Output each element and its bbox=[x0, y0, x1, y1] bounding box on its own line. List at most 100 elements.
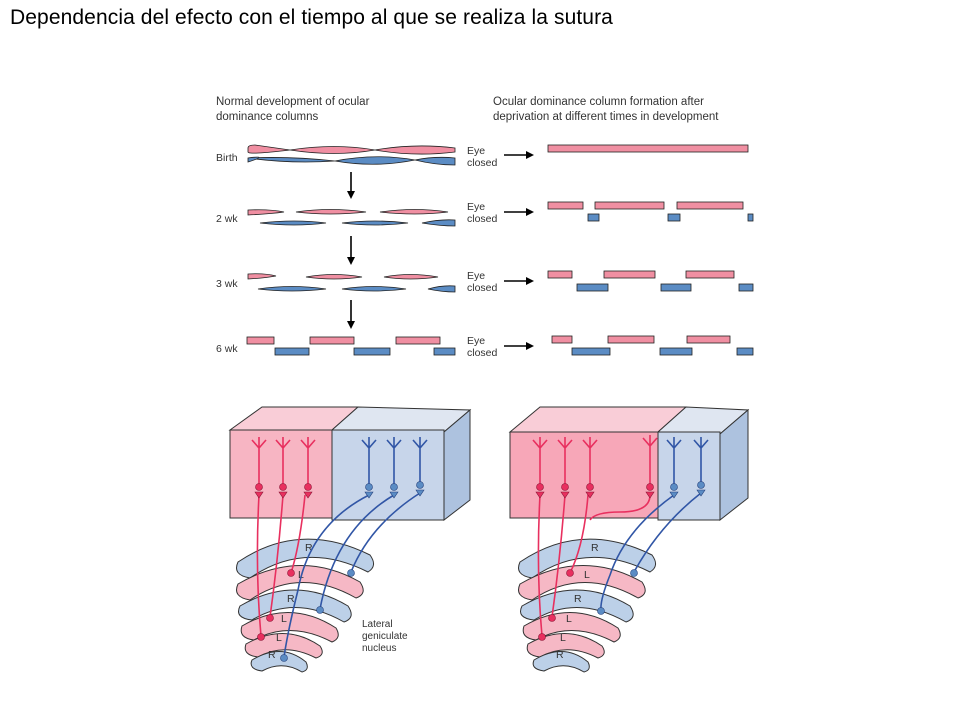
normal-pink-terminal-3 bbox=[303, 491, 313, 499]
deprived-blue-somata bbox=[597, 481, 706, 615]
wk6-pink-col-2 bbox=[309, 336, 355, 345]
normal-pink-terminal-2 bbox=[278, 491, 288, 499]
normal-cortex-block bbox=[228, 406, 472, 522]
wk2-blue-band-2 bbox=[341, 220, 409, 226]
deprived-lgn-pink-cell-1 bbox=[538, 633, 546, 641]
normal-blue-terminal-3 bbox=[415, 489, 425, 497]
eye-closed-1-line1: Eye bbox=[467, 145, 485, 157]
deprived-pink-soma-3 bbox=[586, 483, 594, 491]
normal-blue-dendrite-1 bbox=[361, 437, 377, 487]
deprived-pink-dendrite-3 bbox=[582, 437, 598, 487]
dep-birth-pink bbox=[547, 144, 749, 153]
lgn-caption-line1: Lateral bbox=[362, 619, 393, 630]
eye-closed-3-line1: Eye bbox=[467, 270, 485, 282]
right-heading-line1: Ocular dominance column formation after bbox=[493, 96, 704, 108]
dep-2wk-pink-1 bbox=[547, 201, 584, 210]
deprived-cortex-front-blue bbox=[657, 431, 721, 521]
normal-pink-axon-1 bbox=[256, 494, 262, 637]
deprived-lgn-letter-6: R bbox=[556, 649, 564, 661]
normal-lgn-letter-1: R bbox=[305, 542, 313, 554]
deprived-pink-terminal-4 bbox=[645, 491, 655, 499]
stage-label-3wk: 3 wk bbox=[216, 278, 238, 290]
deprived-blue-axon-2 bbox=[633, 492, 702, 573]
normal-blue-neurons bbox=[283, 437, 428, 658]
left-heading-line2: dominance columns bbox=[216, 111, 319, 123]
deprived-cortex-top-pink bbox=[508, 406, 688, 433]
normal-blue-dendrite-2 bbox=[386, 437, 402, 487]
wk3-blue-band-2 bbox=[341, 286, 407, 292]
dep-6wk-pink-1 bbox=[551, 335, 573, 344]
wk2-blue-band-1 bbox=[259, 220, 327, 226]
dep-6wk-pink-3 bbox=[686, 335, 731, 344]
deprived-blue-neurons bbox=[600, 437, 709, 611]
wk6-pink-col-1 bbox=[246, 336, 275, 345]
wk2-pink-band-1 bbox=[247, 209, 285, 216]
dep-2wk-pink-3 bbox=[676, 201, 744, 210]
deprived-blue-axon-1 bbox=[600, 494, 675, 611]
deprived-pink-soma-4 bbox=[646, 483, 654, 491]
normal-pink-soma-2 bbox=[279, 483, 287, 491]
left-heading-line1: Normal development of ocular bbox=[216, 96, 370, 108]
normal-blue-axon-3 bbox=[350, 492, 421, 573]
eye-closed-1-line2: closed bbox=[467, 157, 498, 169]
normal-pink-dendrite-1 bbox=[251, 437, 267, 487]
deprivation-columns bbox=[547, 144, 754, 356]
dep-3wk-blue-1 bbox=[576, 283, 609, 292]
eye-closed-2-line1: Eye bbox=[467, 201, 485, 213]
normal-blue-dendrite-3 bbox=[412, 437, 428, 485]
left-panel-heading: Normal development of ocular dominance c… bbox=[216, 96, 370, 123]
deprived-lgn-layer-5 bbox=[526, 633, 605, 659]
deprived-lgn-pink-cell-3 bbox=[566, 569, 574, 577]
stage-label-birth: Birth bbox=[216, 152, 238, 164]
deprived-lgn-blue-cell-2 bbox=[630, 569, 638, 577]
wk6-blue-col-3 bbox=[433, 347, 456, 356]
deprived-cortex-front-pink bbox=[509, 431, 659, 519]
normal-lgn-blue-cell-1 bbox=[280, 654, 288, 662]
lgn-caption-line3: nucleus bbox=[362, 643, 396, 654]
lgn-caption: Lateral geniculate nucleus bbox=[362, 619, 408, 654]
normal-pink-dendrite-3 bbox=[300, 437, 316, 487]
normal-lgn-layer-2 bbox=[236, 565, 364, 601]
dep-3wk-pink-3 bbox=[685, 270, 735, 279]
birth-blue-band-2 bbox=[334, 156, 416, 165]
deprived-lgn-pink-cell-2 bbox=[548, 614, 556, 622]
deprived-blue-terminal-2 bbox=[696, 489, 706, 497]
deprived-blue-dendrite-1 bbox=[666, 437, 682, 487]
normal-lgn-pink-cell-1 bbox=[257, 633, 265, 641]
normal-lgn-letter-6: R bbox=[268, 649, 276, 661]
dep-6wk-blue-3 bbox=[736, 347, 754, 356]
birth-blue-band-0 bbox=[247, 156, 260, 163]
birth-pink-band-3 bbox=[374, 145, 456, 155]
birth-pink-band-1 bbox=[247, 144, 291, 154]
normal-lgn-layer-5 bbox=[244, 633, 323, 659]
normal-lgn-pink-cell-2 bbox=[266, 614, 274, 622]
normal-cortex-side bbox=[443, 408, 471, 522]
wk3-pink-band-3 bbox=[383, 274, 439, 280]
dep-2wk-blue-1 bbox=[587, 213, 600, 222]
normal-lgn-blue-cell-2 bbox=[316, 606, 324, 614]
wk6-blue-col-2 bbox=[353, 347, 391, 356]
normal-lgn-letter-3: R bbox=[287, 593, 295, 605]
deprived-pink-soma-2 bbox=[561, 483, 569, 491]
deprived-pink-dendrite-2 bbox=[557, 437, 573, 487]
deprived-pink-terminal-2 bbox=[560, 491, 570, 499]
normal-cortex-front-pink bbox=[229, 429, 333, 519]
wk2-pink-band-3 bbox=[379, 209, 449, 215]
deprived-pink-soma-1 bbox=[536, 483, 544, 491]
dep-3wk-pink-2 bbox=[603, 270, 656, 279]
normal-pink-somata bbox=[254, 483, 313, 641]
deprived-pink-terminal-3 bbox=[585, 491, 595, 499]
deprived-pink-axon-branch bbox=[589, 494, 651, 521]
normal-pink-soma-1 bbox=[255, 483, 263, 491]
deprived-lgn-letter-3: R bbox=[574, 593, 582, 605]
normal-development-bands bbox=[247, 144, 456, 293]
birth-blue-band-1 bbox=[247, 157, 336, 163]
deprived-cortex-side bbox=[719, 408, 749, 522]
eye-closed-4-line2: closed bbox=[467, 347, 498, 359]
deprived-blue-dendrite-2 bbox=[693, 437, 709, 485]
normal-lgn-layer-1 bbox=[236, 538, 374, 579]
dep-3wk-pink-1 bbox=[547, 270, 573, 279]
wk6-pink-col-3 bbox=[395, 336, 441, 345]
dep-3wk-blue-3 bbox=[738, 283, 754, 292]
deprived-lgn-letter-5: L bbox=[560, 632, 566, 644]
